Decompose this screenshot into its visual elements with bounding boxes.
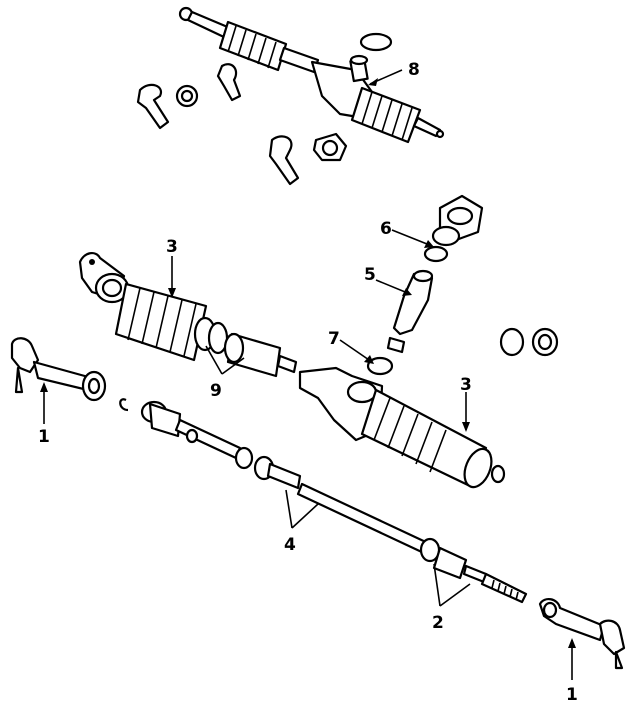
tie-rod-end-right — [538, 598, 626, 670]
snap-ring — [119, 398, 129, 412]
rack-assembly-complete — [136, 6, 445, 186]
leader-lines — [40, 69, 576, 680]
callout-6: 6 — [380, 219, 392, 239]
callout-3-left: 3 — [166, 237, 178, 257]
rack-housing-left — [78, 252, 298, 378]
callout-8: 8 — [408, 60, 420, 80]
callout-9: 9 — [210, 381, 222, 401]
callout-7: 7 — [328, 329, 340, 349]
callout-4: 4 — [284, 535, 296, 555]
pinion-parts — [366, 194, 559, 376]
callout-3-right: 3 — [460, 375, 472, 395]
callout-1-right: 1 — [566, 685, 578, 705]
callout-5: 5 — [364, 265, 376, 285]
callout-2: 2 — [432, 613, 444, 633]
rack-and-inner-rods — [140, 400, 528, 604]
callout-1-left: 1 — [38, 427, 50, 447]
rack-housing-right — [298, 366, 506, 489]
tie-rod-end-left — [10, 337, 107, 402]
